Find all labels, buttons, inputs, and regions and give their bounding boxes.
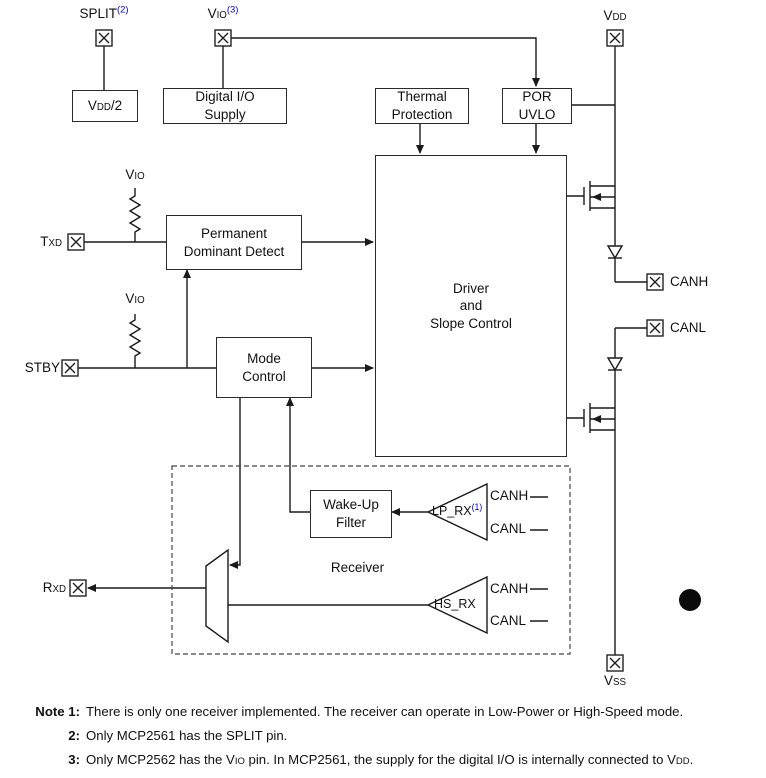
hs-rx-amp xyxy=(426,575,488,635)
receiver-label: Receiver xyxy=(330,560,385,575)
canh-diode xyxy=(606,245,624,260)
rxd-pin-label: RXD xyxy=(42,580,66,595)
pin-vdd xyxy=(606,29,624,47)
pin-canh xyxy=(646,273,664,291)
hs-rx-label: HS_RX xyxy=(434,597,476,611)
pin-txd xyxy=(67,233,85,251)
note-3-label: 3: xyxy=(68,752,80,767)
pin-rxd xyxy=(69,579,87,597)
pin-stby xyxy=(61,359,79,377)
note-1-label: Note 1: xyxy=(35,704,80,719)
note-3-text: Only MCP2562 has the VIO pin. In MCP2561… xyxy=(86,752,694,767)
canl-pin-label: CANL xyxy=(670,320,707,335)
pin-split xyxy=(95,29,113,47)
note-2-text: Only MCP2561 has the SPLIT pin. xyxy=(86,728,288,743)
wire-lines xyxy=(78,37,647,655)
vio-pullup-label-stby: VIO xyxy=(125,291,145,306)
high-side-mosfet xyxy=(565,181,615,211)
pin-vss xyxy=(606,654,624,672)
vss-pin-label: VSS xyxy=(604,673,626,688)
pullup-resistor-stby xyxy=(128,314,142,368)
pullup-resistor-txd xyxy=(128,188,142,242)
lp-rx-amp xyxy=(426,482,488,542)
low-side-mosfet xyxy=(565,403,615,433)
pin-vio xyxy=(214,29,232,47)
hs-rx-canl-port-label: CANL xyxy=(490,613,527,628)
txd-pin-label: TXD xyxy=(40,234,62,249)
note-2-label: 2: xyxy=(68,728,80,743)
black-dot xyxy=(679,589,701,611)
hs-rx-canh-port-label: CANH xyxy=(490,581,529,596)
canl-diode xyxy=(606,357,624,372)
lp-rx-canl-port-label: CANL xyxy=(490,521,527,536)
stby-pin-label: STBY xyxy=(24,360,60,375)
vdd-half-block: VDD/2 xyxy=(72,90,138,122)
receiver-boundary xyxy=(171,465,571,655)
vio-pullup-label-txd: VIO xyxy=(125,167,145,182)
lp-rx-note-ref: (1) xyxy=(471,501,483,512)
split-pin-label: SPLIT(2) xyxy=(79,4,129,21)
vio-note-ref: (3) xyxy=(226,4,239,16)
vio-pin-label: VIO(3) xyxy=(207,4,239,21)
note-1-text: There is only one receiver implemented. … xyxy=(86,704,684,719)
vdd-pin-label: VDD xyxy=(603,8,627,23)
lp-rx-label: LP_RX(1) xyxy=(432,501,483,518)
lp-rx-canh-port-label: CANH xyxy=(490,488,529,503)
canh-pin-label: CANH xyxy=(670,274,709,289)
split-note-ref: (2) xyxy=(116,4,129,16)
pin-canl xyxy=(646,319,664,337)
rx-mux xyxy=(205,548,229,644)
